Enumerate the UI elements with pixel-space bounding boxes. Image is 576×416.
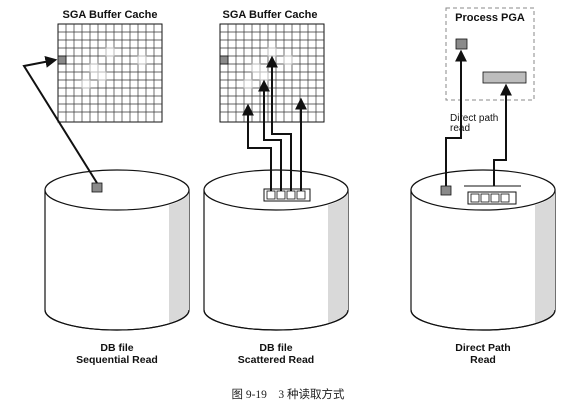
pga-title: Process PGA: [455, 12, 525, 24]
disk-block: [440, 185, 452, 196]
db-file-cylinder: [203, 169, 349, 331]
panel-direct-path-read: Process PGA Direct path read: [410, 7, 556, 366]
direct-read-arrows: [445, 49, 512, 186]
cached-block: [57, 55, 67, 65]
disk-block: [91, 182, 103, 193]
cached-block: [219, 55, 229, 65]
panel-label-line2: Scattered Read: [238, 354, 314, 366]
panel-label-line2: Read: [470, 354, 496, 366]
process-pga-box: Process PGA: [445, 7, 535, 101]
panel-label-line1: DB file: [259, 342, 292, 354]
db-file-cylinder: [410, 169, 556, 331]
multiblock-strip: [464, 185, 521, 205]
panel-sequential-read: SGA Buffer Cache: [22, 9, 190, 366]
pga-buffer: [482, 71, 527, 84]
panel-label-line1: DB file: [100, 342, 133, 354]
pga-block: [455, 38, 468, 50]
panel-scattered-read: SGA Buffer Cache: [203, 9, 349, 366]
db-file-cylinder: [44, 169, 190, 331]
direct-path-annotation-line1: Direct path: [450, 113, 498, 124]
panel-label-line2: Sequential Read: [76, 354, 158, 366]
figure-caption: 图 9-19 3 种读取方式: [231, 387, 345, 401]
buffer-cache-grid: [57, 23, 163, 123]
cache-title: SGA Buffer Cache: [223, 9, 318, 21]
scatter-arrows: [242, 55, 307, 191]
cache-title: SGA Buffer Cache: [63, 9, 158, 21]
read-arrow: [22, 55, 98, 184]
panel-label-line1: Direct Path: [455, 342, 510, 354]
